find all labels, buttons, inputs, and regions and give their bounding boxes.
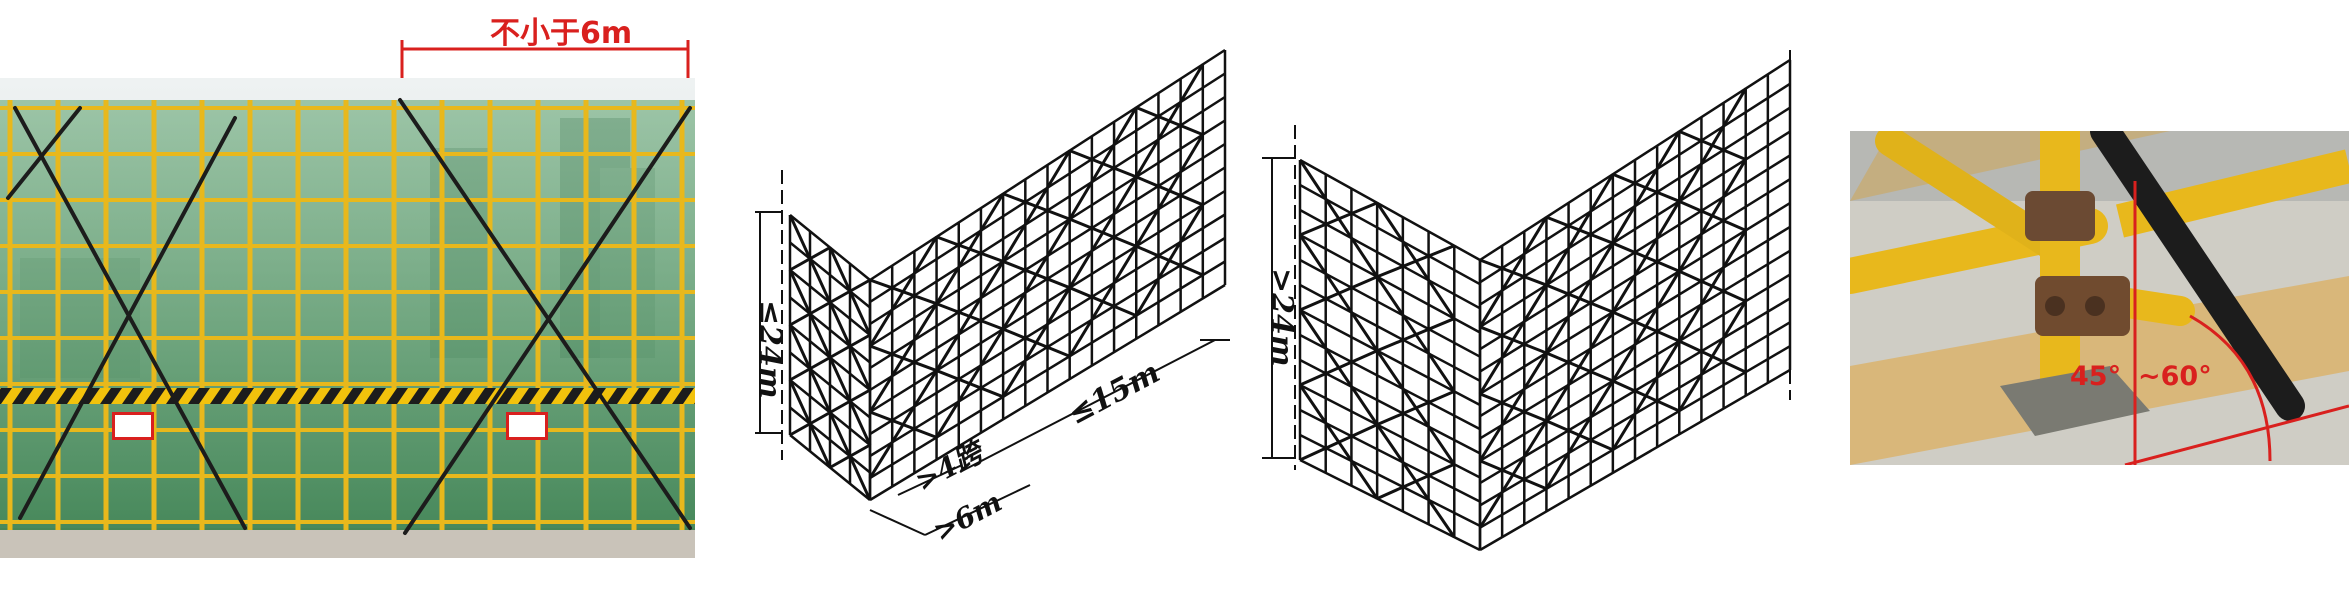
brace-angle-illustration — [1850, 131, 2349, 465]
scaffold-illustration — [0, 78, 695, 558]
brace-angle-photo: 45° ~60° — [1850, 131, 2349, 465]
diagram-low-scaffold: ≤24m ≤15m >4跨 >6m — [730, 40, 1250, 560]
diagram-low-drawing: ≤24m ≤15m >4跨 >6m — [752, 48, 1230, 548]
scaffold-photo-panel: 不小于6m — [0, 0, 700, 600]
width-label: >6m — [928, 485, 1008, 548]
angle-min-label: 45° — [2070, 361, 2122, 392]
safety-sign-left — [112, 412, 154, 440]
diagram-high-drawing: >24m — [1262, 50, 1792, 552]
angle-max-label: ~60° — [2138, 361, 2212, 392]
height-label-high: >24m — [1264, 268, 1299, 367]
length-label: ≤15m — [1062, 355, 1166, 432]
dimension-line — [400, 40, 690, 80]
height-label-low: ≤24m — [752, 300, 787, 399]
diagram-high-scaffold: >24m — [1250, 40, 1810, 560]
span-count-label: >4跨 — [910, 433, 993, 498]
safety-sign-right — [506, 412, 548, 440]
min-brace-spacing-label: 不小于6m — [490, 16, 633, 51]
scaffold-photo — [0, 78, 695, 558]
